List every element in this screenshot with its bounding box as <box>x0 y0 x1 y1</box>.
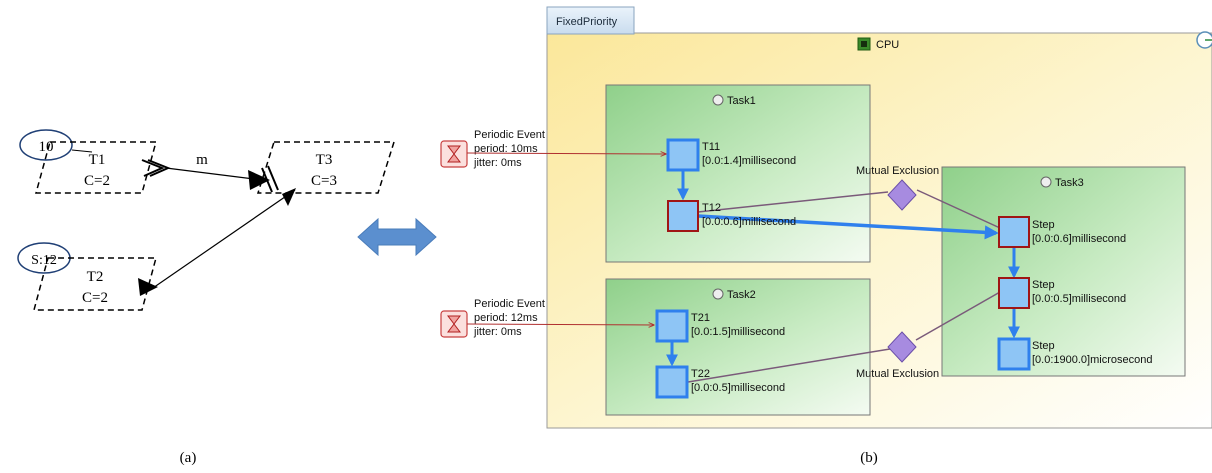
t3-input-port-bars <box>261 165 279 193</box>
clock-to-t1-link <box>71 149 93 153</box>
periodic-event-1-period: period: 10ms <box>474 143 538 155</box>
mutex2-link-t22 <box>687 348 891 383</box>
mutex2-diamond[interactable] <box>887 331 917 363</box>
task3-icon <box>1040 176 1052 188</box>
mutex2-link-step2 <box>915 291 1001 341</box>
t2-output-port <box>138 278 158 296</box>
mutex1-diamond[interactable] <box>887 179 917 211</box>
task3-step-3-name: Step <box>1032 340 1055 352</box>
task-t3-node <box>256 141 396 194</box>
task-t1-cost: C=2 <box>84 173 110 189</box>
caption-b: (b) <box>860 450 878 466</box>
task2-box[interactable] <box>605 278 871 416</box>
caption-a: (a) <box>180 450 197 466</box>
task1-title: Task1 <box>727 95 756 107</box>
task1-step-t11-name: T11 <box>702 141 720 153</box>
task3-step-3-range: [0.0:1900.0]microsecond <box>1032 354 1152 366</box>
task2-icon <box>712 288 724 300</box>
task-t2-cost: C=2 <box>82 290 108 306</box>
task1-step-t11-range: [0.0:1.4]millisecond <box>702 155 796 167</box>
hourglass-icon-1 <box>447 145 461 163</box>
event1-trigger-link <box>466 153 666 154</box>
sporadic-event-label: S:12 <box>31 253 57 268</box>
mutex1-label: Mutual Exclusion <box>856 165 939 177</box>
task-t3-name: T3 <box>316 152 333 168</box>
task2-step-t22[interactable] <box>655 365 689 399</box>
task1-box[interactable] <box>605 84 871 263</box>
hourglass-icon-2 <box>447 315 461 333</box>
task-t1-name: T1 <box>89 152 106 168</box>
task-t2-name: T2 <box>87 269 104 285</box>
mutex1-link-t12 <box>697 191 889 213</box>
task-t3-cost: C=3 <box>311 173 337 189</box>
task1-step-t11[interactable] <box>666 138 700 172</box>
task3-step-3[interactable] <box>997 337 1031 371</box>
panel-b: FixedPriority CPU Task1 Task2 Task3 Peri… <box>440 6 1212 466</box>
t3-input-port <box>248 170 270 190</box>
task3-title: Task3 <box>1055 177 1084 189</box>
t2-to-t3-link <box>149 189 296 291</box>
task3-step-1-name: Step <box>1032 219 1055 231</box>
task2-title: Task2 <box>727 289 756 301</box>
fixedpriority-tab-label: FixedPriority <box>556 16 618 28</box>
task1-step-t12-range: [0.0:0.6]millisecond <box>702 216 796 228</box>
task1-step-t12[interactable] <box>667 200 699 232</box>
task1-icon <box>712 94 724 106</box>
fixedpriority-tab[interactable] <box>546 6 635 35</box>
task3-step-2-range: [0.0:0.5]millisecond <box>1032 293 1126 305</box>
task-t1-node <box>35 141 157 194</box>
cpu-chip-icon-core <box>861 41 867 47</box>
task3-box[interactable] <box>941 166 1186 377</box>
periodic-event-2-title: Periodic Event <box>474 298 545 310</box>
scheduler-clock-icon[interactable] <box>1196 31 1212 49</box>
periodic-event-1-title: Periodic Event <box>474 129 545 141</box>
t12-to-task3-step1-arrow <box>697 214 999 240</box>
task1-step-t12-name: T12 <box>702 202 721 214</box>
event2-trigger-link <box>466 324 654 325</box>
periodic-event-2-jitter: jitter: 0ms <box>473 326 522 338</box>
task3-step-2[interactable] <box>998 277 1030 309</box>
clock-event-label: 10 <box>39 139 54 155</box>
t1-output-port <box>141 159 171 177</box>
cpu-label: CPU <box>876 39 899 51</box>
task2-step-t22-name: T22 <box>691 368 710 380</box>
periodic-event-2-period: period: 12ms <box>474 312 538 324</box>
t3-input-port-2 <box>282 188 296 206</box>
task2-step-t21-range: [0.0:1.5]millisecond <box>691 326 785 338</box>
task-t2-node <box>33 257 157 311</box>
task2-step-t21-name: T21 <box>691 312 710 324</box>
message-link <box>165 167 263 181</box>
mutex1-link-step1 <box>916 189 1001 229</box>
task2-step-t21[interactable] <box>655 309 689 343</box>
task3-step-1-range: [0.0:0.6]millisecond <box>1032 233 1126 245</box>
task2-step-t22-range: [0.0:0.5]millisecond <box>691 382 785 394</box>
task3-step-1[interactable] <box>998 216 1030 248</box>
equivalence-double-arrow <box>357 217 437 257</box>
mutex2-label: Mutual Exclusion <box>856 368 939 380</box>
periodic-event-1-jitter: jitter: 0ms <box>473 157 522 169</box>
task3-step-2-name: Step <box>1032 279 1055 291</box>
message-label: m <box>196 152 208 168</box>
clock-event-node <box>19 129 73 161</box>
panel-a: 10 S:12 T1 C=2 T2 C=2 T3 C=3 m (a) <box>17 129 396 466</box>
